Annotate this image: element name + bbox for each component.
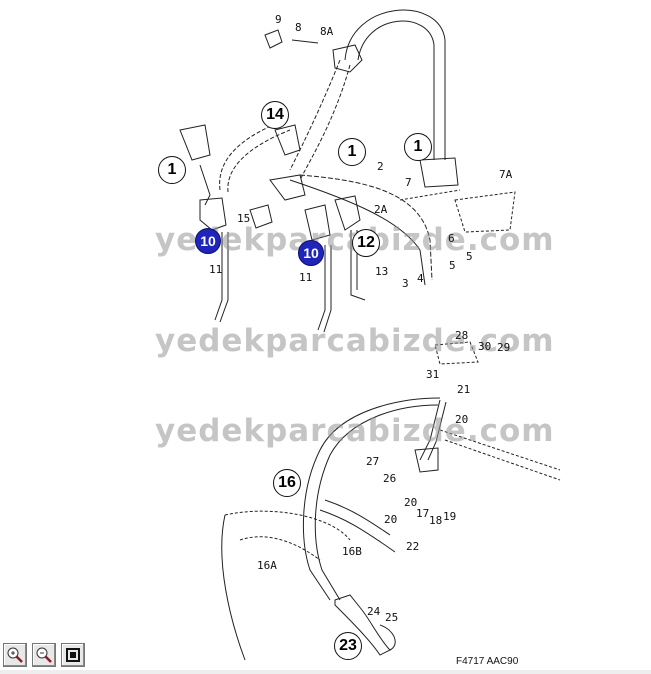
fit-icon bbox=[66, 648, 80, 662]
part-label: 16A bbox=[257, 559, 277, 572]
zoom-out-button[interactable] bbox=[32, 643, 56, 667]
callout-1[interactable]: 1 bbox=[404, 133, 432, 161]
part-label: 5 bbox=[466, 250, 473, 263]
part-label: 28 bbox=[455, 329, 469, 342]
part-label: 6 bbox=[448, 232, 455, 245]
part-label: 21 bbox=[457, 383, 471, 396]
zoom-in-button[interactable] bbox=[3, 643, 27, 667]
part-label: 3 bbox=[402, 277, 409, 290]
callout-10-highlighted[interactable]: 10 bbox=[195, 228, 221, 254]
part-label: 18 bbox=[429, 514, 443, 527]
part-label: 4 bbox=[417, 272, 424, 285]
part-label: 31 bbox=[426, 368, 440, 381]
zoom-out-icon bbox=[36, 647, 52, 663]
part-label: 2 bbox=[377, 160, 384, 173]
fit-to-window-button[interactable] bbox=[61, 643, 85, 667]
part-label: 8A bbox=[320, 25, 334, 38]
part-label: 17 bbox=[416, 507, 430, 520]
part-label: 9 bbox=[275, 13, 282, 26]
part-label: 5 bbox=[449, 259, 456, 272]
part-label: 15 bbox=[237, 212, 251, 225]
part-label: 30 bbox=[478, 340, 492, 353]
zoom-in-icon bbox=[7, 647, 23, 663]
part-label: 20 bbox=[455, 413, 469, 426]
bottom-border bbox=[0, 670, 651, 674]
part-label: 11 bbox=[209, 263, 223, 276]
part-label: 25 bbox=[385, 611, 399, 624]
callout-16[interactable]: 16 bbox=[273, 469, 301, 497]
figure-code: F4717 AAC90 bbox=[456, 656, 519, 667]
part-label: 2A bbox=[374, 203, 388, 216]
callout-23[interactable]: 23 bbox=[334, 632, 362, 660]
part-label: 20 bbox=[404, 496, 418, 509]
part-label: 29 bbox=[497, 341, 511, 354]
part-label: 27 bbox=[366, 455, 380, 468]
callout-1[interactable]: 1 bbox=[158, 156, 186, 184]
part-label: 26 bbox=[383, 472, 397, 485]
callout-1[interactable]: 1 bbox=[338, 138, 366, 166]
part-label: 7A bbox=[499, 168, 513, 181]
part-label: 22 bbox=[406, 540, 420, 553]
callout-10-highlighted[interactable]: 10 bbox=[298, 240, 324, 266]
callout-14[interactable]: 14 bbox=[261, 101, 289, 129]
part-label: 7 bbox=[405, 176, 412, 189]
watermark: yedekparcabizde.com bbox=[155, 323, 555, 359]
callout-12[interactable]: 12 bbox=[352, 229, 380, 257]
part-label: 24 bbox=[367, 605, 381, 618]
part-label: 13 bbox=[375, 265, 389, 278]
part-label: 16B bbox=[342, 545, 362, 558]
watermark: yedekparcabizde.com bbox=[155, 413, 555, 449]
part-label: 19 bbox=[443, 510, 457, 523]
part-label: 8 bbox=[295, 21, 302, 34]
part-label: 11 bbox=[299, 271, 313, 284]
part-label: 20 bbox=[384, 513, 398, 526]
